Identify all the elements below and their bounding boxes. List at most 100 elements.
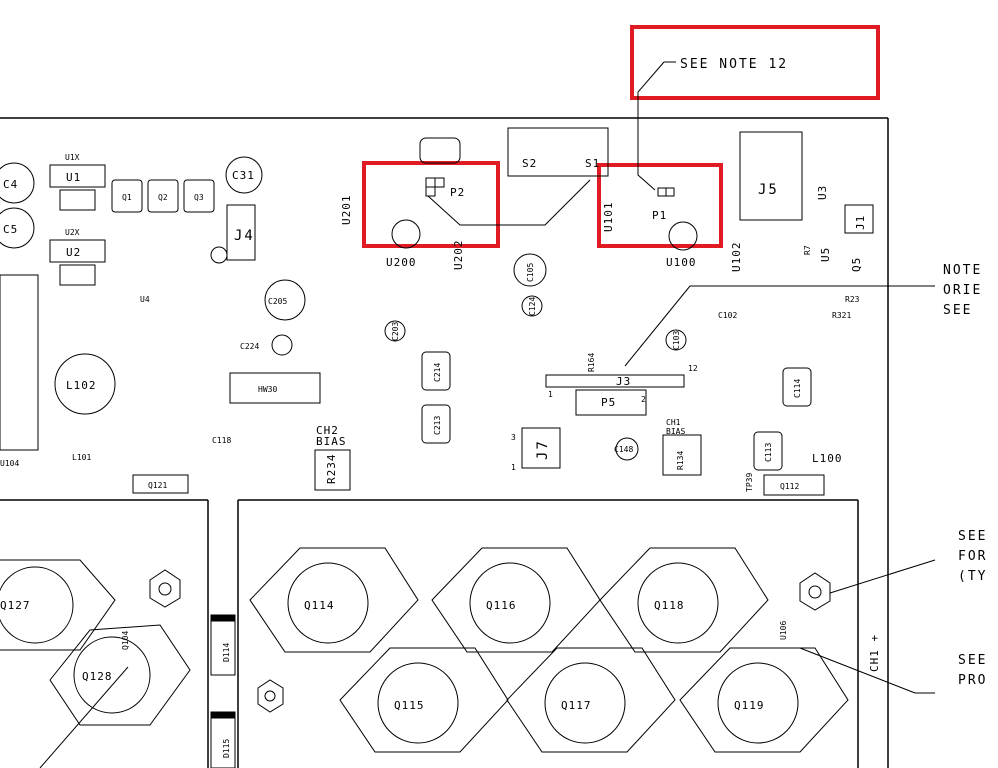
- label-d114: D114: [222, 643, 231, 662]
- note2-line1: SEE: [958, 529, 987, 544]
- label-u200: U200: [386, 256, 417, 269]
- highlight-p1: [597, 163, 723, 248]
- p2-leader: [427, 179, 591, 226]
- label-ch2: CH2: [316, 424, 339, 437]
- label-c113: C113: [764, 443, 773, 462]
- callout-leader: [637, 61, 676, 191]
- label-bias-ch2: BIAS: [316, 435, 347, 448]
- label-u100: U100: [666, 256, 697, 269]
- highlight-p2: [362, 161, 500, 248]
- label-p2: P2: [450, 186, 465, 199]
- label-q1: Q1: [122, 193, 132, 202]
- label-c224: C224: [240, 342, 259, 351]
- note1-line2: ORIE: [943, 283, 982, 298]
- label-j1: J1: [854, 215, 867, 230]
- label-l100: L100: [812, 452, 843, 465]
- highlight-boxes: [362, 25, 880, 248]
- label-pin1: 1: [548, 390, 553, 399]
- label-c124: C124: [528, 297, 537, 316]
- label-u1: U1: [66, 171, 81, 184]
- label-r23: R23: [845, 295, 860, 304]
- label-u3: U3: [816, 185, 829, 200]
- label-j5: J5: [758, 182, 779, 198]
- label-c213: C213: [433, 416, 442, 435]
- label-q117: Q117: [561, 699, 592, 712]
- middle-components: [314, 127, 874, 496]
- label-c5: C5: [3, 223, 18, 236]
- label-q112: Q112: [780, 482, 799, 491]
- label-r134: R134: [676, 451, 685, 470]
- label-c31: C31: [232, 169, 255, 182]
- label-c205: C205: [268, 297, 287, 306]
- label-u1x: U1X: [65, 153, 80, 162]
- label-u4: U4: [140, 295, 150, 304]
- label-r7: R7: [803, 245, 812, 255]
- label-q5: Q5: [850, 257, 863, 272]
- label-s2: S2: [522, 157, 537, 170]
- label-pin2: 2: [641, 395, 646, 404]
- label-s1: S1: [585, 157, 600, 170]
- label-d115: D115: [222, 739, 231, 758]
- label-u202: U202: [452, 240, 465, 271]
- label-c103: C103: [672, 331, 681, 350]
- label-q3: Q3: [194, 193, 204, 202]
- label-u5: U5: [819, 247, 832, 262]
- label-q104: Q104: [121, 631, 130, 650]
- label-u102: U102: [730, 242, 743, 273]
- middle-labels: S2 S1 P2 P1 U200 U100 U201 U202 U101 U10…: [316, 157, 867, 492]
- label-u201: U201: [340, 195, 353, 226]
- label-p5: P5: [601, 396, 616, 409]
- label-q128: Q128: [82, 670, 113, 683]
- label-q118: Q118: [654, 599, 685, 612]
- label-j7: J7: [535, 439, 551, 460]
- label-pin3: 3: [511, 433, 516, 442]
- transistor-labels: Q127 Q128 Q104 Q114 Q116 Q118 Q115 Q117 …: [0, 599, 881, 758]
- label-r164: R164: [587, 353, 596, 372]
- label-pin1b: 1: [511, 463, 516, 472]
- label-c105: C105: [526, 263, 535, 282]
- label-j3: J3: [616, 375, 631, 388]
- note1-line1: NOTE: [943, 263, 982, 278]
- label-q116: Q116: [486, 599, 517, 612]
- label-ch1: CH1: [666, 418, 681, 427]
- label-q2: Q2: [158, 193, 168, 202]
- label-ch1-plus: CH1 +: [868, 634, 881, 672]
- right-notes: [39, 285, 936, 768]
- label-bias-ch1: BIAS: [666, 427, 685, 436]
- label-u104: U104: [0, 459, 19, 468]
- label-r321: R321: [832, 311, 851, 320]
- label-u2x: U2X: [65, 228, 80, 237]
- label-j4: J4: [234, 228, 255, 244]
- label-q121: Q121: [148, 481, 167, 490]
- note3-line1: SEE: [958, 653, 987, 668]
- top-left-components: [0, 156, 321, 494]
- label-r234: R234: [325, 454, 338, 485]
- label-c114: C114: [793, 379, 802, 398]
- label-c102: C102: [718, 311, 737, 320]
- label-u2: U2: [66, 246, 81, 259]
- top-left-labels: C4 C5 U1X U1 U2X U2 Q1 Q2 Q3 C31 J4 U4 C…: [0, 153, 287, 490]
- note2-line2: FOR: [958, 549, 987, 564]
- board-outline: [0, 117, 889, 768]
- label-q119: Q119: [734, 699, 765, 712]
- label-12: 12: [688, 364, 698, 373]
- label-hw30: HW30: [258, 385, 277, 394]
- label-c148: C148: [614, 445, 633, 454]
- label-c118: C118: [212, 436, 231, 445]
- label-c203: C203: [391, 322, 400, 341]
- label-c4: C4: [3, 178, 18, 191]
- note1-line3: SEE: [943, 303, 972, 318]
- label-c214: C214: [433, 363, 442, 382]
- label-p1: P1: [652, 209, 667, 222]
- note3-line2: PRO: [958, 673, 987, 688]
- highlight-callout: [630, 25, 880, 100]
- label-q115: Q115: [394, 699, 425, 712]
- label-tp39: TP39: [745, 473, 754, 492]
- callout-see-note-12: SEE NOTE 12: [680, 57, 788, 72]
- right-note-text: NOTE ORIE SEE SEE FOR (TY SEE PRO: [943, 263, 987, 688]
- label-u101: U101: [602, 202, 615, 233]
- label-l102: L102: [66, 379, 97, 392]
- label-u106: U106: [779, 621, 788, 640]
- power-transistors: [0, 547, 849, 768]
